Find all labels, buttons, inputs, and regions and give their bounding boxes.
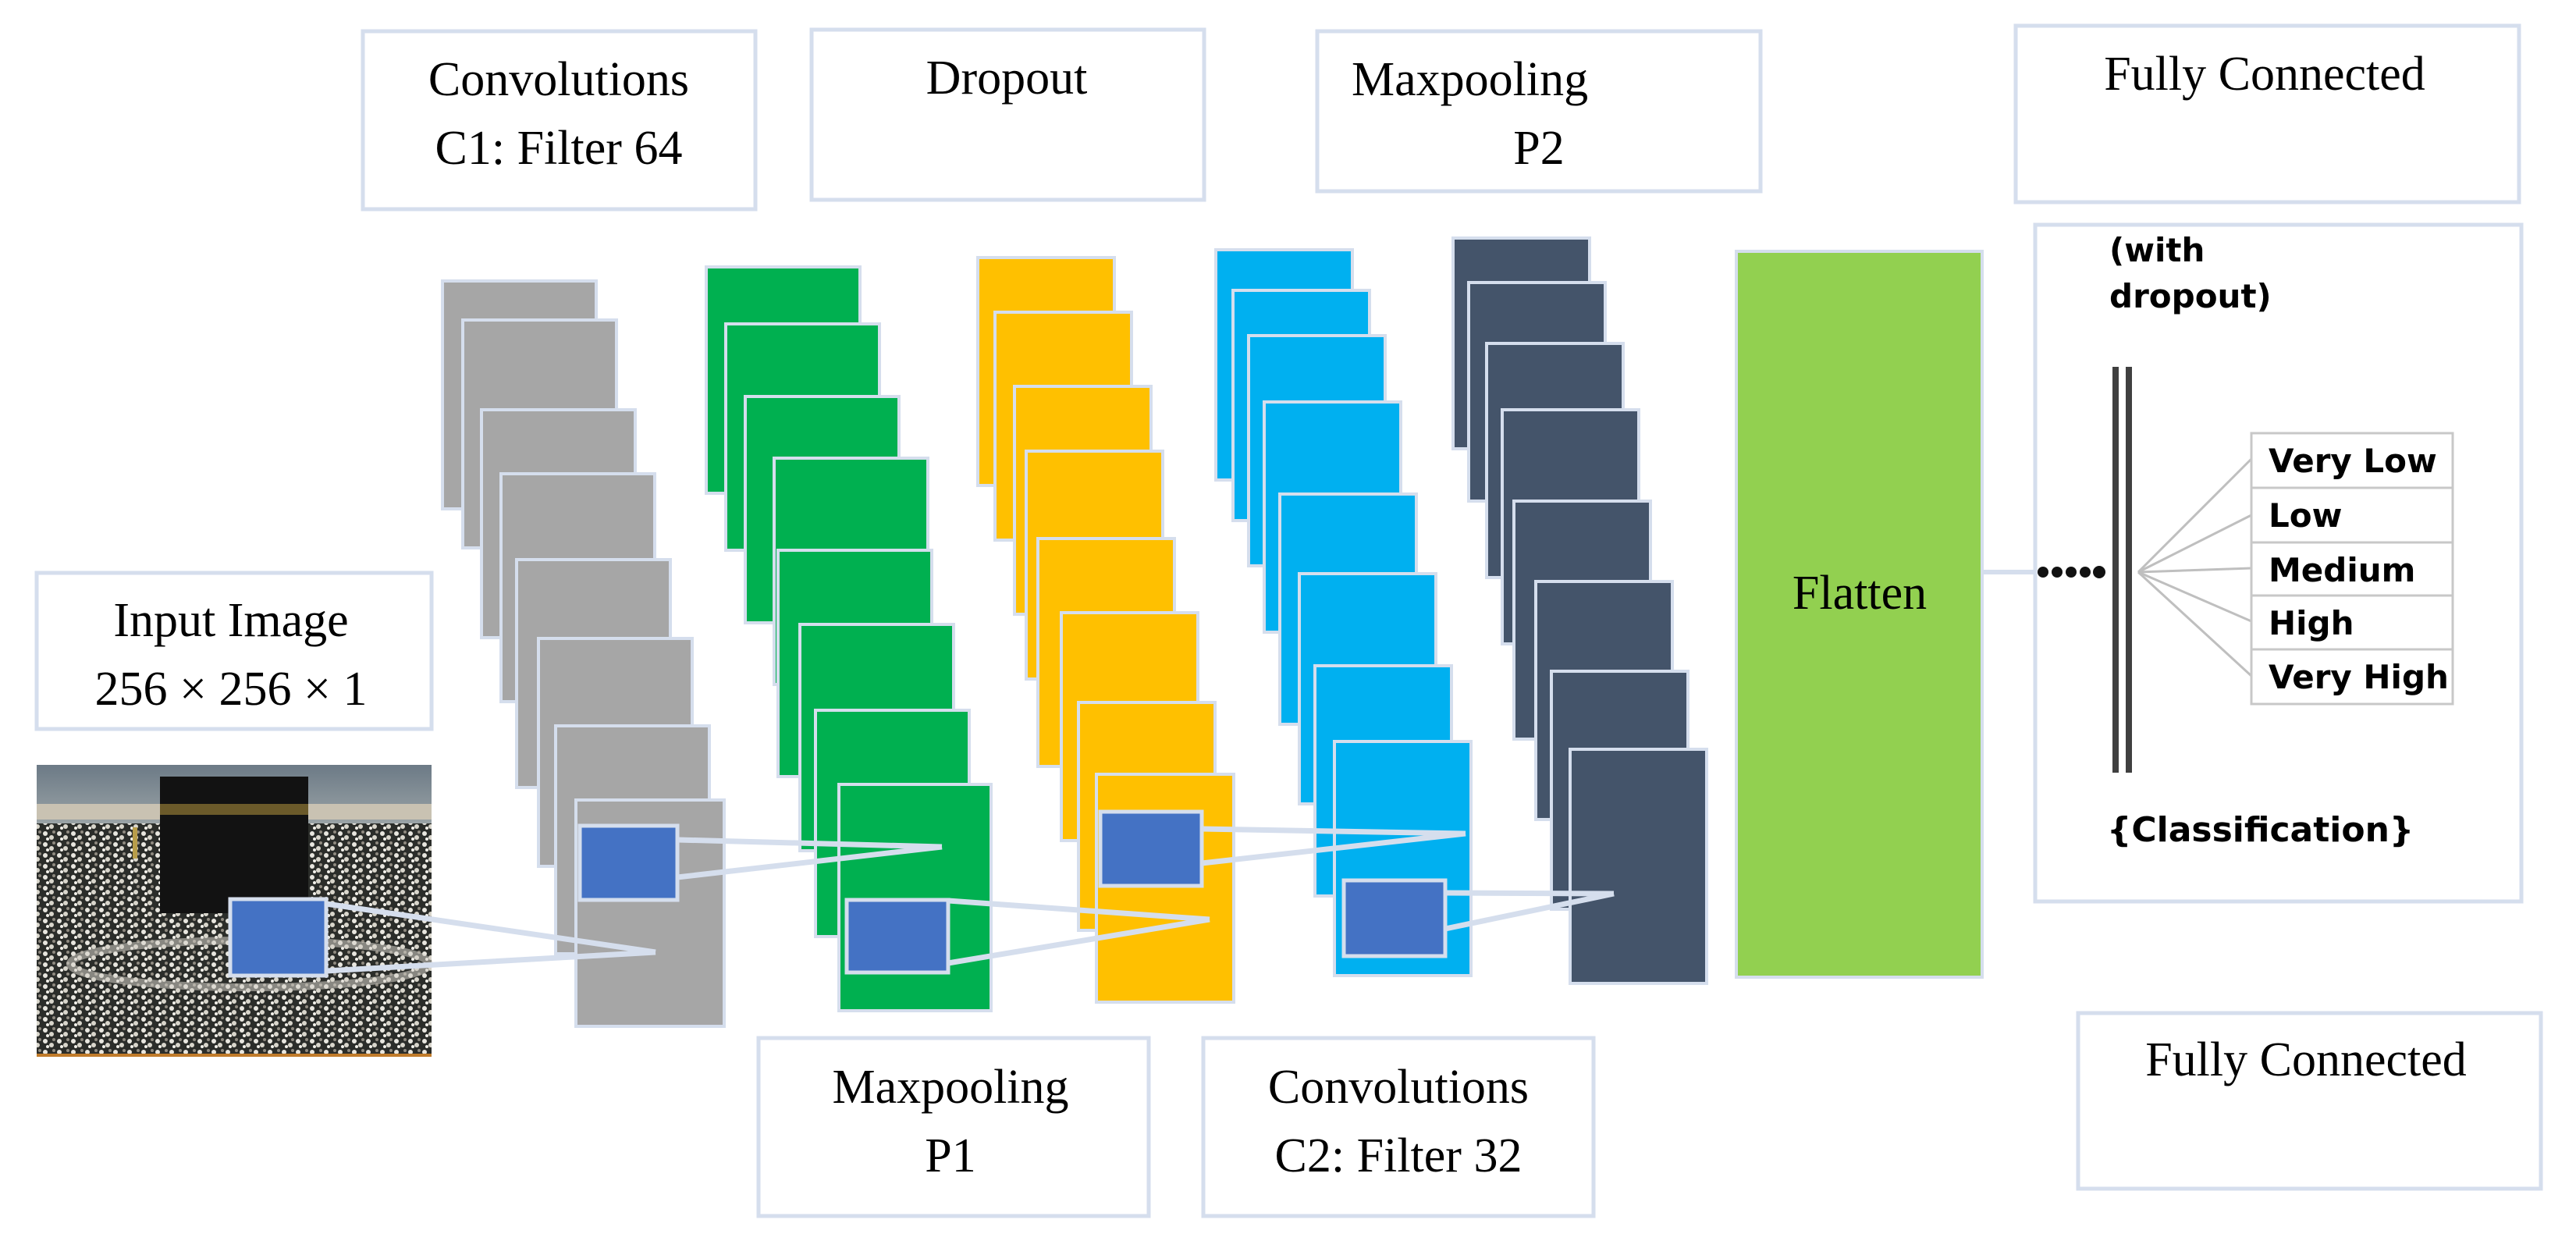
dropout-note-line1: (with bbox=[2109, 231, 2205, 269]
label-fully-connected-bottom-line1: Fully Connected bbox=[2145, 1033, 2467, 1086]
label-maxpool2-line2: P2 bbox=[1513, 122, 1564, 175]
kernel-squares bbox=[228, 809, 1448, 978]
class-label-1: Low bbox=[2269, 496, 2342, 535]
class-label-4: Very High bbox=[2269, 658, 2449, 696]
neuron-dots bbox=[2038, 566, 2105, 578]
flatten-label: Flatten bbox=[1793, 567, 1927, 620]
conv1-feature-maps bbox=[441, 279, 726, 1028]
label-conv1-line1: Convolutions bbox=[428, 53, 689, 106]
dropout-feature-maps bbox=[976, 256, 1235, 1004]
pool1-map-8 bbox=[837, 783, 993, 1012]
receptive-field-connectors bbox=[325, 826, 1615, 974]
pool2-map-8 bbox=[1569, 748, 1708, 985]
label-conv2: Convolutions C2: Filter 32 bbox=[1201, 1036, 1596, 1218]
label-dropout-line1: Dropout bbox=[926, 52, 1088, 105]
label-input-line1: Input Image bbox=[113, 594, 348, 647]
class-cell-2 bbox=[2250, 541, 2454, 599]
conv2-feature-maps bbox=[1214, 248, 1473, 977]
class-label-2: Medium bbox=[2269, 551, 2415, 589]
class-cell-0 bbox=[2250, 432, 2454, 489]
flatten-layer: Flatten bbox=[1735, 250, 1984, 979]
kernel-conv1 bbox=[577, 823, 680, 902]
classifier-panel: (with dropout) Very LowLowMediumHighVery… bbox=[2033, 222, 2524, 904]
label-conv1-line2: C1: Filter 64 bbox=[435, 122, 683, 175]
label-conv2-line1: Convolutions bbox=[1268, 1061, 1529, 1114]
label-conv1: Convolutions C1: Filter 64 bbox=[361, 29, 758, 212]
kernel-pool1 bbox=[844, 898, 950, 975]
class-label-0: Very Low bbox=[2269, 442, 2437, 480]
label-dropout: Dropout bbox=[809, 27, 1206, 202]
label-fully-connected-bottom: Fully Connected bbox=[2076, 1011, 2543, 1191]
neuron-bar-left bbox=[2112, 367, 2119, 773]
label-maxpool1: Maxpooling P1 bbox=[756, 1036, 1151, 1218]
kernel-input bbox=[228, 897, 329, 978]
output-fanout bbox=[2137, 457, 2253, 677]
label-input-line2: 256 × 256 × 1 bbox=[95, 663, 368, 716]
kernel-dropout bbox=[1098, 809, 1204, 888]
label-maxpool2-line1: Maxpooling bbox=[1352, 53, 1588, 106]
class-cell-4 bbox=[2250, 648, 2454, 706]
class-cell-3 bbox=[2250, 594, 2454, 652]
pool2-feature-maps bbox=[1451, 236, 1708, 985]
class-label-3: High bbox=[2269, 604, 2354, 642]
kernel-conv2 bbox=[1341, 878, 1448, 958]
label-maxpool1-line1: Maxpooling bbox=[832, 1061, 1068, 1114]
label-maxpool1-line2: P1 bbox=[925, 1129, 975, 1182]
label-input: Input Image 256 × 256 × 1 bbox=[34, 571, 434, 731]
classification-caption: {Classification} bbox=[2107, 810, 2414, 850]
label-conv2-line2: C2: Filter 32 bbox=[1275, 1129, 1523, 1182]
dropout-map-8 bbox=[1095, 773, 1235, 1004]
dropout-note-line2: dropout) bbox=[2109, 277, 2272, 315]
label-maxpool2: Maxpooling P2 bbox=[1315, 29, 1763, 194]
label-fully-connected-top-line1: Fully Connected bbox=[2104, 48, 2425, 101]
neuron-bar-right bbox=[2126, 367, 2132, 773]
label-fully-connected-top: Fully Connected bbox=[2013, 23, 2521, 204]
